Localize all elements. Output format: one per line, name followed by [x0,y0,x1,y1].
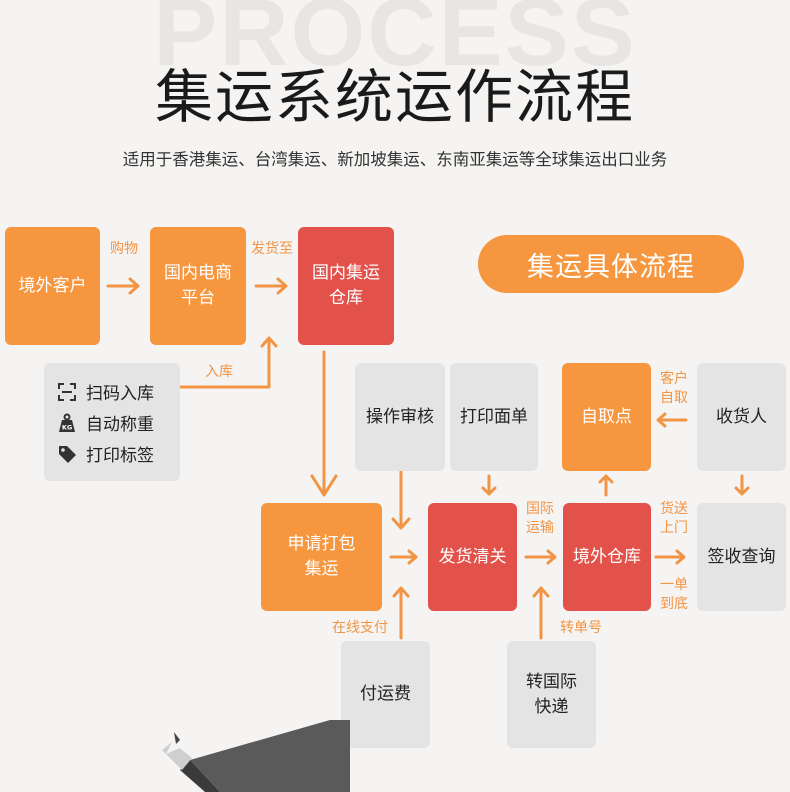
arrow-ship-to [254,277,288,295]
weight-icon-text: KG [62,423,72,431]
label-door-delivery: 货送 上门 [660,501,688,536]
label-one-stop: 一单 到底 [660,577,688,612]
arrow-review-down [391,470,411,530]
page-title: 集运系统运作流程 [154,63,635,131]
legend-item-scan: 扫码入库 [56,379,154,404]
weight-icon: KG [56,412,78,434]
node-domestic-ecommerce: 国内电商 平台 [150,227,246,345]
node-pickup-point: 自取点 [562,363,651,471]
arrow-to-pickup [598,474,614,497]
node-overseas-customer: 境外客户 [5,227,100,345]
watermark-text: PROCESS [153,0,637,86]
tag-icon [56,443,78,465]
node-print-waybill: 打印面单 [450,363,538,471]
arrow-customer-pickup [656,412,688,428]
node-review: 操作审核 [355,363,445,471]
legend-item-tag: 打印标签 [56,441,154,466]
arrow-purchase [106,277,140,295]
arrow-intl-transport [524,549,557,565]
node-domestic-warehouse: 国内集运 仓库 [298,227,394,345]
label-inbound: 入库 [205,364,233,380]
legend-label-scan: 扫码入库 [86,384,154,404]
arrow-express-up [532,586,550,640]
node-pay-freight: 付运费 [341,641,430,748]
scan-icon [56,381,78,403]
arrow-warehouse-down [310,350,338,497]
label-customer-pickup: 客户 自取 [660,371,688,406]
legend-label-tag: 打印标签 [86,446,154,466]
arrow-inbound [178,336,278,389]
arrow-door-delivery [654,549,686,565]
label-purchase: 购物 [110,241,138,257]
arrow-pay-up [392,586,410,640]
page-subtitle: 适用于香港集运、台湾集运、新加坡集运、东南亚集运等全球集运出口业务 [122,150,668,169]
pen-image [162,720,350,792]
warehouse-features-box: 扫码入库 KG 自动称重 打印标签 [44,363,180,481]
label-ship-to: 发货至 [251,241,293,257]
node-customs: 发货清关 [428,503,517,611]
arrow-receiver-down [734,474,750,496]
node-intl-express: 转国际 快递 [507,641,596,748]
arrow-print-down [481,474,497,496]
label-online-pay: 在线支付 [332,620,388,636]
label-intl-transport: 国际 运输 [526,501,554,536]
section-badge: 集运具体流程 [478,235,744,293]
node-receiver: 收货人 [697,363,786,471]
arrow-pack-to-customs [389,549,418,565]
node-overseas-warehouse: 境外仓库 [563,503,651,611]
legend-label-weight: 自动称重 [86,415,154,435]
node-sign-query: 签收查询 [697,503,786,611]
node-apply-pack: 申请打包 集运 [261,503,382,611]
label-transfer-no: 转单号 [560,620,602,636]
legend-item-weight: KG 自动称重 [56,410,154,435]
